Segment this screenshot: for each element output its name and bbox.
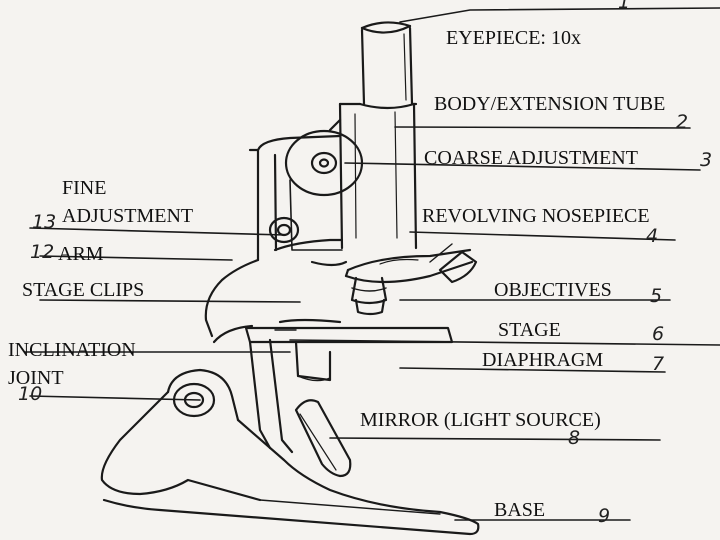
number-6: 6 xyxy=(652,323,665,345)
leader-nosepiece xyxy=(409,231,676,241)
label-arm: ARM xyxy=(58,243,104,265)
label-body-tube: BODY/EXTENSION TUBE xyxy=(434,93,666,115)
diaphragm-part xyxy=(294,340,332,382)
leader-diaphragm xyxy=(399,367,666,373)
arm-part xyxy=(204,134,348,344)
number-10: 10 xyxy=(18,383,43,405)
objectives-part xyxy=(350,243,478,316)
leader-mirror xyxy=(329,437,661,441)
label-base: BASE xyxy=(494,499,546,521)
label-stage: STAGE xyxy=(498,319,561,341)
number-9: 9 xyxy=(598,505,611,527)
label-objectives: OBJECTIVES xyxy=(494,279,612,301)
coarse-adjustment-part xyxy=(284,129,364,197)
number-7: 7 xyxy=(652,353,665,375)
label-inclination-line1: INCLINATION xyxy=(8,339,136,361)
number-13: 13 xyxy=(32,211,57,233)
eyepiece-part xyxy=(358,21,416,110)
stage-part xyxy=(244,318,454,344)
number-3: 3 xyxy=(700,149,713,171)
leader-lines xyxy=(24,7,720,521)
body-tube-part xyxy=(328,102,418,250)
leader-inclination-joint xyxy=(29,395,201,401)
leader-stage-clips xyxy=(39,299,301,303)
mirror-part xyxy=(294,399,352,478)
leader-fine-adjustment xyxy=(29,227,286,236)
number-5: 5 xyxy=(650,285,663,307)
number-12: 12 xyxy=(30,241,55,263)
leader-body-tube xyxy=(394,126,691,129)
base-part xyxy=(100,368,480,536)
leader-coarse-adjustment xyxy=(344,162,701,171)
label-fine-adjustment-line1: FINE xyxy=(62,177,107,199)
label-inclination-line2: JOINT xyxy=(8,367,64,389)
label-mirror: MIRROR (LIGHT SOURCE) xyxy=(360,409,601,431)
label-coarse-adjustment: COARSE ADJUSTMENT xyxy=(424,147,638,169)
leader-stage xyxy=(24,339,720,353)
number-2: 2 xyxy=(676,111,689,133)
leader-arm xyxy=(39,255,233,261)
number-8: 8 xyxy=(568,427,581,449)
number-4: 4 xyxy=(646,225,659,247)
label-fine-adjustment-line2: ADJUSTMENT xyxy=(62,205,194,227)
nosepiece-part xyxy=(344,248,474,284)
label-revolving-nosepiece: REVOLVING NOSEPIECE xyxy=(422,205,650,227)
label-stage-clips: STAGE CLIPS xyxy=(22,279,145,301)
label-eyepiece: EYEPIECE: 10x xyxy=(446,27,581,49)
number-1: 1 xyxy=(618,0,631,13)
pillar-part xyxy=(248,338,294,454)
label-diaphragm: DIAPHRAGM xyxy=(482,349,604,371)
leader-eyepiece xyxy=(399,7,720,23)
fine-adjustment-part xyxy=(268,216,300,244)
